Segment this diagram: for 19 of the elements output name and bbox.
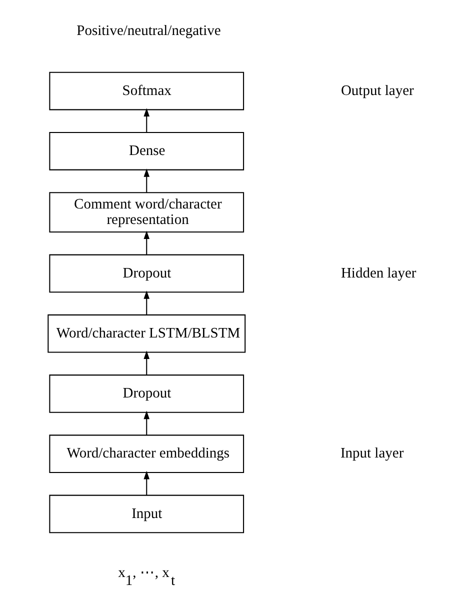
node-box: Comment word/character representation [48, 192, 244, 233]
arrow [143, 230, 150, 255]
arrow [143, 168, 150, 193]
node-box: Dropout [48, 254, 244, 293]
label: Input layer [340, 446, 404, 462]
node-box: Dense [48, 132, 244, 170]
arrow [143, 350, 150, 375]
label: Positive/neutral/negative [76, 22, 220, 39]
arrow [143, 470, 150, 496]
node-box: Dropout [48, 374, 244, 413]
arrow [143, 410, 150, 436]
label: Output layer [340, 82, 414, 99]
label: Hidden layer [340, 265, 416, 282]
node-box: Word/character LSTM/BLSTM [47, 314, 246, 353]
node-box: Softmax [48, 72, 244, 110]
arrow [143, 290, 150, 315]
node-box: Word/character embeddings [48, 434, 244, 473]
node-box: Input [48, 494, 244, 534]
arrow [143, 108, 150, 132]
